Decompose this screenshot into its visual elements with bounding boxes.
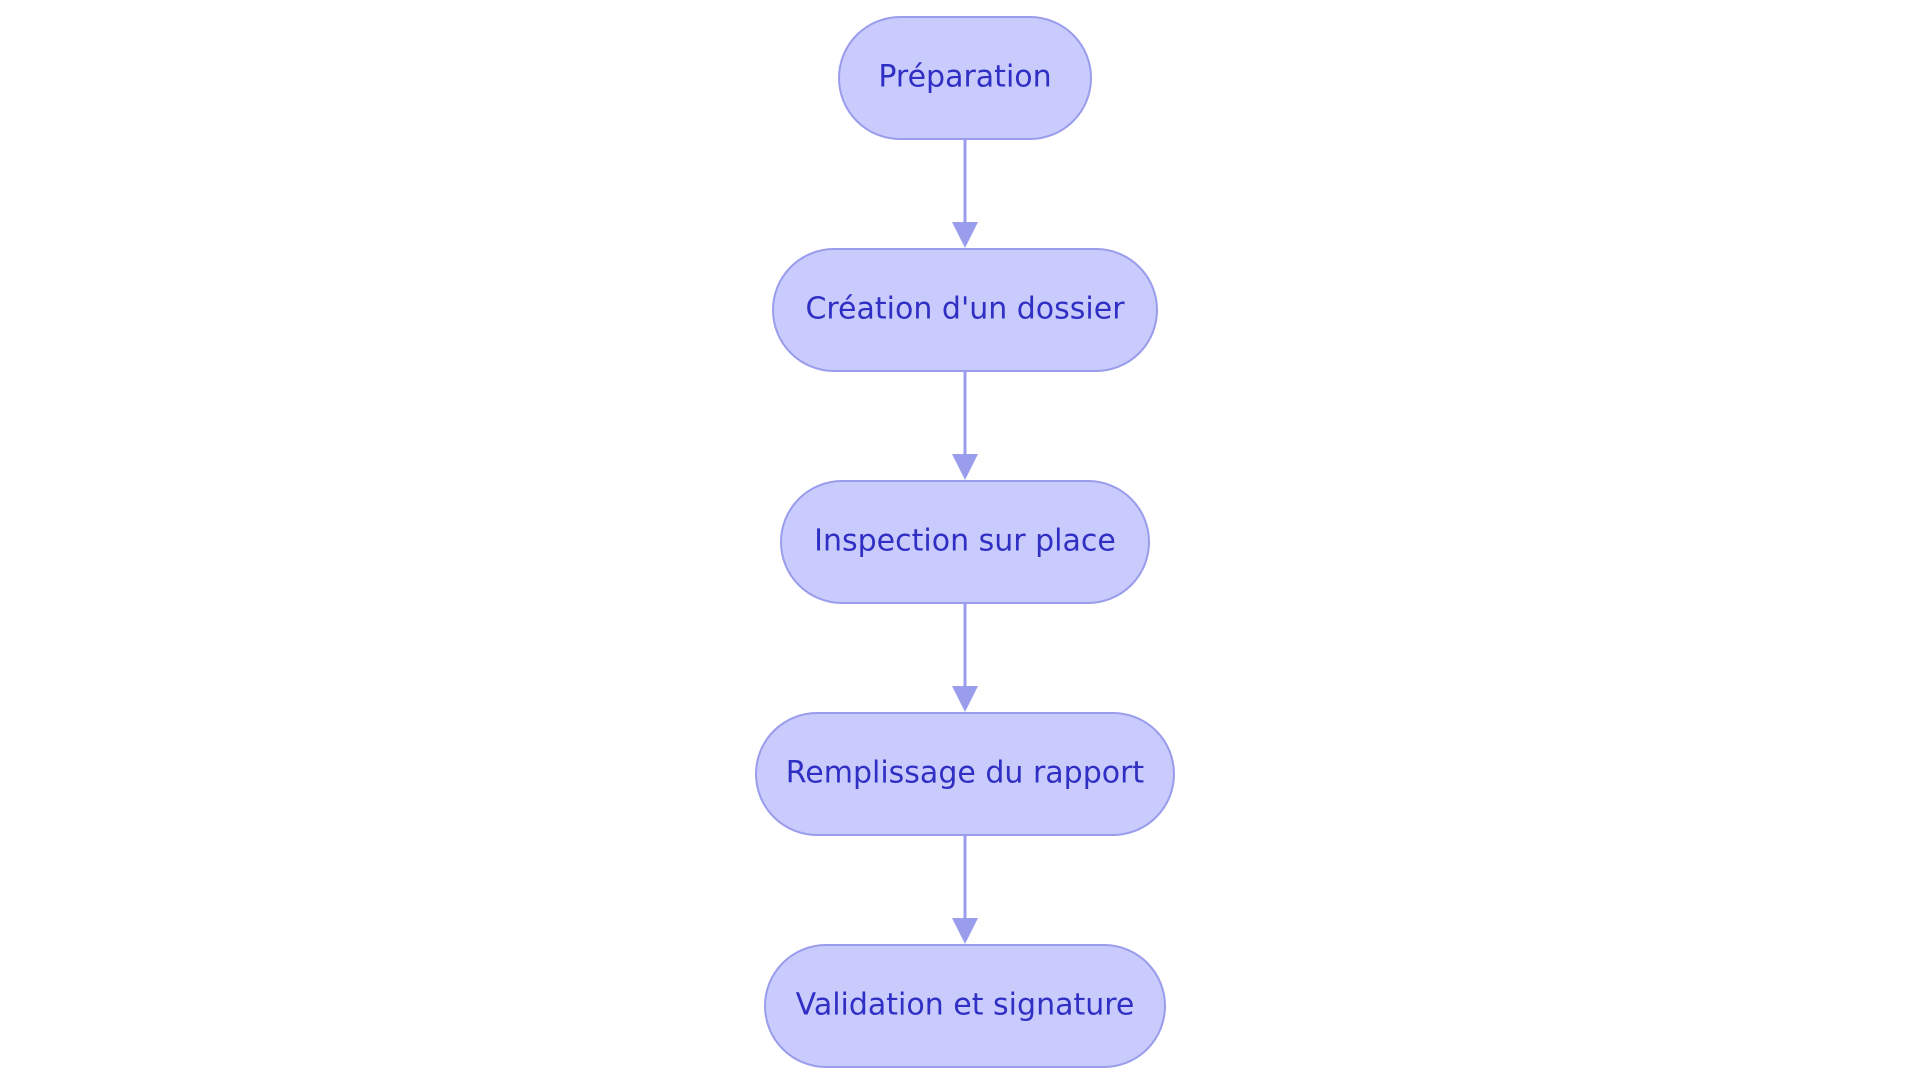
node-remplissage-label: Remplissage du rapport	[786, 756, 1145, 791]
node-validation-label: Validation et signature	[796, 988, 1135, 1023]
node-preparation: Préparation	[838, 16, 1092, 140]
edge-remplissage-validation	[952, 836, 978, 944]
edge-preparation-creation	[952, 140, 978, 248]
edge-creation-inspection	[952, 372, 978, 480]
node-validation: Validation et signature	[764, 944, 1166, 1068]
node-remplissage: Remplissage du rapport	[755, 712, 1175, 836]
node-preparation-label: Préparation	[878, 60, 1051, 95]
node-inspection-label: Inspection sur place	[814, 524, 1116, 559]
node-creation-label: Création d'un dossier	[805, 292, 1125, 327]
node-inspection: Inspection sur place	[780, 480, 1150, 604]
edge-inspection-remplissage	[952, 604, 978, 712]
node-creation: Création d'un dossier	[772, 248, 1158, 372]
